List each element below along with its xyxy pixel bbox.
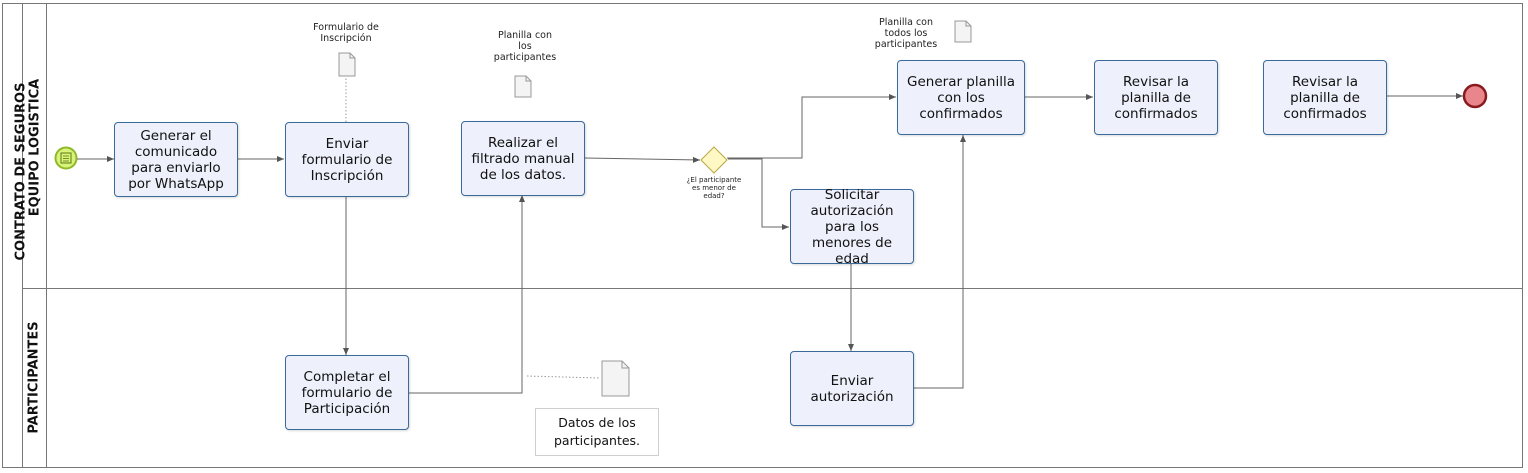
lane-title-equipo-logistica: EQUIPO LOGISTICA <box>27 78 43 217</box>
flow-t3-gateway <box>584 156 701 163</box>
data-object-planilla-todos-label: Planilla con todos los participantes <box>874 17 938 50</box>
gateway-label: ¿El participante es menor de edad? <box>686 176 742 200</box>
pool-title: CONTRATO DE SEGUROS <box>13 82 29 261</box>
task-filtrado-manual[interactable]: Realizar el filtrado manual de los datos… <box>461 121 585 196</box>
association-datos <box>526 375 601 379</box>
annotation-datos-participantes: Datos de los participantes. <box>535 408 659 456</box>
lane-title-participantes: PARTICIPANTES <box>26 321 42 434</box>
start-event <box>54 146 78 170</box>
task-completar-formulario[interactable]: Completar el formulario de Participación <box>285 355 409 430</box>
data-object-formulario-icon <box>338 52 356 77</box>
data-object-planilla-icon <box>514 75 532 98</box>
data-object-planilla-label: Planilla con los participantes <box>493 30 557 63</box>
task-revisar-planilla-2[interactable]: Revisar la planilla de confirmados <box>1263 60 1387 135</box>
task-generar-comunicado[interactable]: Generar el comunicado para enviarlo por … <box>114 122 238 197</box>
task-revisar-planilla-1[interactable]: Revisar la planilla de confirmados <box>1094 60 1218 135</box>
flow-t8-t3 <box>409 195 525 394</box>
flow-gateway-t4 <box>727 94 896 159</box>
task-enviar-autorizacion[interactable]: Enviar autorización <box>790 351 914 426</box>
exclusive-gateway <box>700 146 728 174</box>
task-generar-planilla[interactable]: Generar planilla con los confirmados <box>897 60 1025 135</box>
flow-gateway-t7 <box>728 158 789 230</box>
data-object-formulario-label: Formulario de Inscripción <box>313 22 379 44</box>
message-icon <box>60 152 72 164</box>
task-enviar-formulario[interactable]: Enviar formulario de Inscripción <box>285 122 409 197</box>
end-event <box>1462 83 1488 109</box>
task-solicitar-autorizacion[interactable]: Solicitar autorización para los menores … <box>790 187 914 267</box>
flow-t9-t4 <box>913 135 966 389</box>
data-object-datos-icon <box>601 360 630 397</box>
pool-border <box>2 3 1523 468</box>
data-object-planilla-todos-icon <box>954 20 972 43</box>
